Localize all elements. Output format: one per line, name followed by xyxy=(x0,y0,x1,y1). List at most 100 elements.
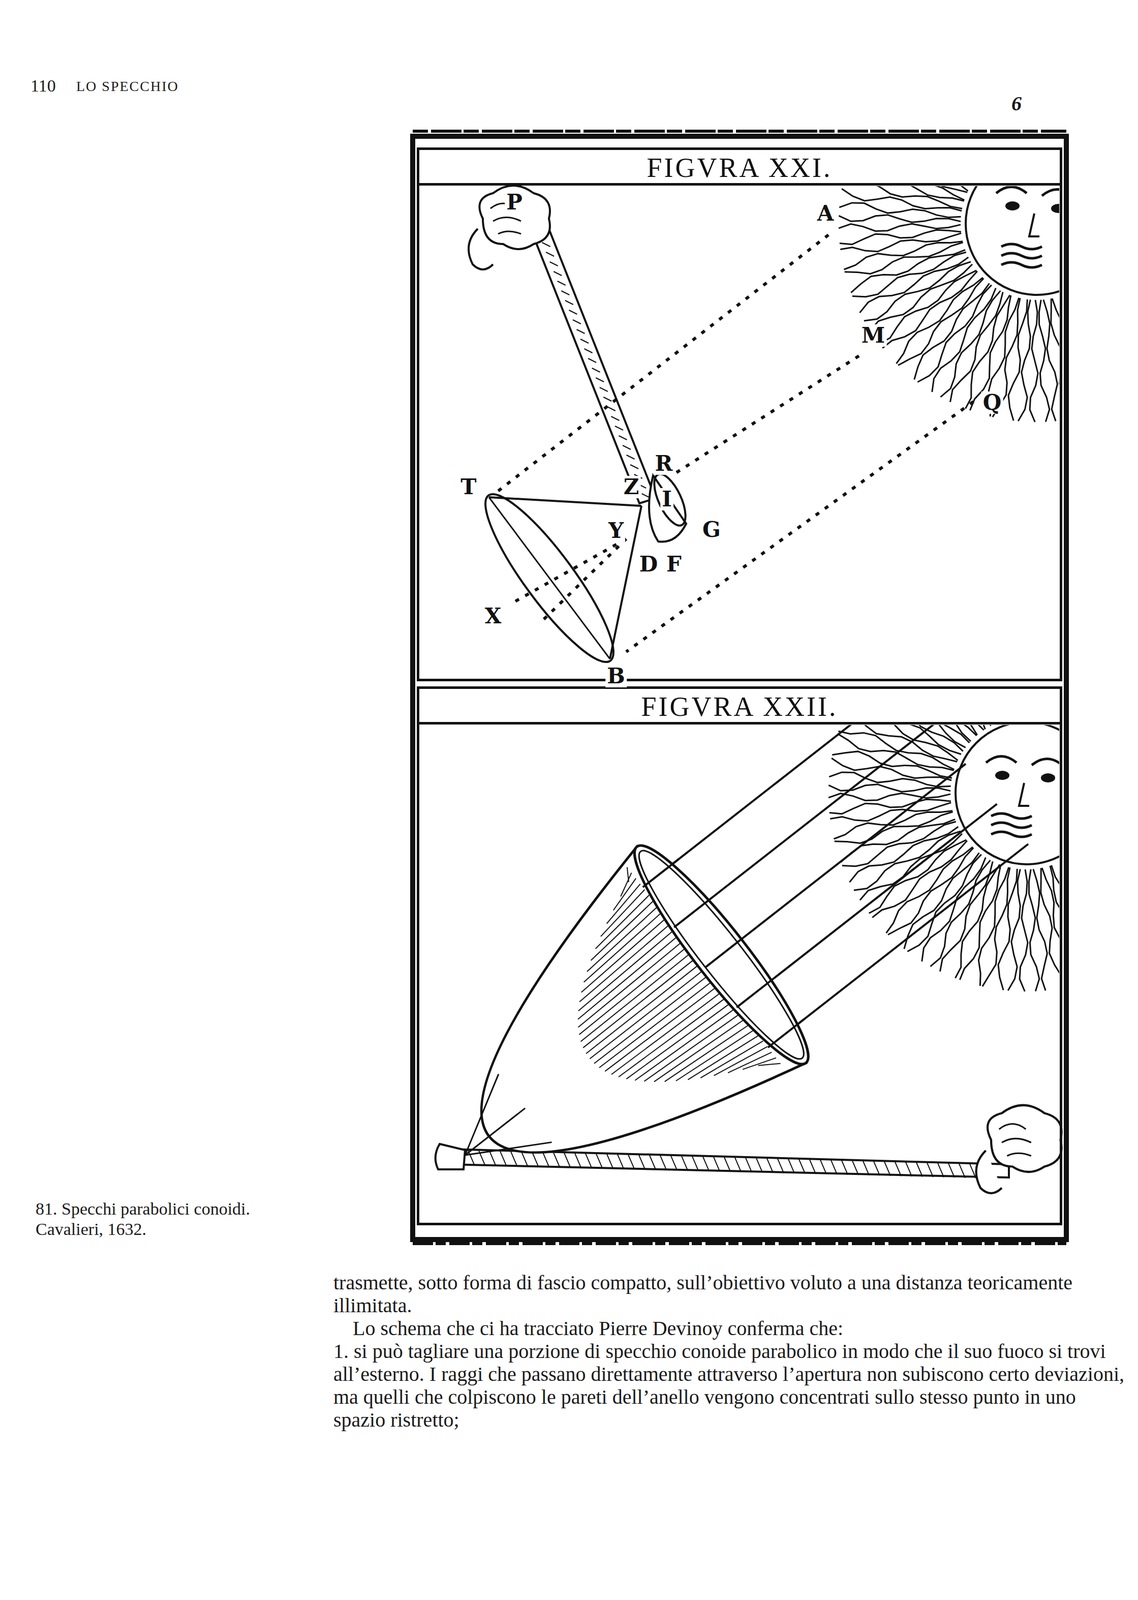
rod-hatch xyxy=(937,1162,944,1178)
sun-beam xyxy=(658,724,904,875)
rod-hatch xyxy=(724,1156,731,1172)
sun-ray xyxy=(896,724,977,736)
rod-hatch xyxy=(788,1158,795,1174)
rod-hatch xyxy=(610,416,620,421)
sun-ray xyxy=(840,233,962,252)
sun-ray xyxy=(1019,869,1028,992)
point-letter: P xyxy=(504,191,525,214)
rod-hatch xyxy=(580,339,589,344)
sun-ray xyxy=(921,857,987,962)
sun-ray xyxy=(848,724,958,761)
sun-ray xyxy=(1038,299,1050,422)
rod-hatch xyxy=(630,464,639,469)
sun-ray xyxy=(872,840,968,918)
figure-heading: FIGVRA XXI. xyxy=(419,149,1060,186)
mirror-hatch xyxy=(643,1007,742,1086)
rod-hatch xyxy=(542,1152,549,1167)
rod-hatch xyxy=(873,1160,880,1176)
rod-hatch xyxy=(756,1157,763,1173)
sun-eye xyxy=(1005,201,1020,211)
point-letter: B xyxy=(605,664,627,688)
sun-beam xyxy=(783,843,1029,1035)
rod-hatch xyxy=(553,271,562,276)
sun-ray xyxy=(978,867,1009,986)
rod-hatch xyxy=(638,1154,645,1170)
rod-hatch xyxy=(607,406,616,411)
sun-beam xyxy=(642,858,680,887)
rod-hatch xyxy=(702,1156,710,1171)
mirror-hatch xyxy=(604,982,720,1073)
sun-face xyxy=(955,724,1060,865)
mirror-hatch xyxy=(700,1033,763,1086)
sun-ray xyxy=(887,847,974,935)
mirror-hatch xyxy=(582,956,699,1048)
rod-hatch xyxy=(948,1162,955,1178)
sun-ray xyxy=(932,724,992,726)
sun-ray xyxy=(896,277,983,364)
rod-hatch xyxy=(626,454,635,459)
sun-brow xyxy=(996,187,1027,194)
sun-ray xyxy=(1043,299,1058,421)
rod-hatch xyxy=(660,1155,667,1170)
figure-22 xyxy=(419,724,1051,1223)
rod-hatch xyxy=(614,425,624,430)
running-header: 6 xyxy=(1011,91,1022,116)
mirror-hatch xyxy=(606,878,643,911)
rod-hatch xyxy=(596,1153,603,1168)
rod-hatch xyxy=(734,1157,742,1172)
sun-ray xyxy=(829,802,951,821)
rod-hatch xyxy=(521,1151,528,1166)
rod-hatch xyxy=(565,300,574,305)
rod-hatch xyxy=(618,435,627,440)
sun-ray xyxy=(839,229,962,245)
figure-caption: 81. Specchi parabolici conoidi. Cavalier… xyxy=(35,1198,321,1240)
sun-symbol xyxy=(828,724,1060,992)
point-letter: Z xyxy=(622,475,641,499)
rod-hatch xyxy=(576,329,585,334)
sun-mouth xyxy=(991,813,1032,819)
parabolic-mirror xyxy=(419,724,1051,1223)
rod-hatch xyxy=(745,1157,752,1172)
mirror-hatch xyxy=(618,993,728,1080)
mirror-hatch xyxy=(594,972,711,1064)
sun-ray xyxy=(898,278,984,366)
sun-ray xyxy=(878,724,970,743)
sun-beam xyxy=(690,724,935,915)
mirror-hatch xyxy=(626,998,733,1083)
figure-21 xyxy=(468,203,974,675)
mirror-hatch xyxy=(758,1053,781,1075)
rod-hatch xyxy=(905,1161,912,1177)
figure-heading: FIGVRA XXII. xyxy=(419,688,1060,725)
sun-mouth xyxy=(1001,243,1042,250)
sun-ray xyxy=(828,792,951,801)
point-letter: M xyxy=(859,324,887,347)
rod-hatch xyxy=(553,1152,560,1167)
rod-hatch xyxy=(532,1151,539,1166)
light-ray xyxy=(494,234,829,495)
rod-hatch xyxy=(916,1162,923,1177)
reflected-ray xyxy=(465,1108,552,1189)
mirror-hatch xyxy=(585,962,702,1054)
mirror-body xyxy=(419,846,807,1223)
rod-hatch xyxy=(852,1160,859,1175)
rod-hatch xyxy=(510,1151,517,1166)
rod-hatch xyxy=(557,281,566,286)
hand-outline xyxy=(987,1104,1062,1172)
rod-hatch xyxy=(927,1162,934,1177)
rod-hatch xyxy=(592,367,601,373)
rod-hatch xyxy=(606,1153,613,1168)
mirror-hatch xyxy=(585,900,659,961)
sun-eye xyxy=(995,770,1010,780)
mirror-hatch xyxy=(579,950,694,1041)
sun-mouth xyxy=(1001,262,1042,268)
hand-outline xyxy=(479,185,550,250)
rod-hatch xyxy=(863,1160,870,1176)
rod-hatch xyxy=(561,290,570,295)
rod-hatch xyxy=(884,1161,891,1176)
rod-hatch xyxy=(670,1155,678,1170)
reflected-ray xyxy=(438,1073,526,1155)
sun-ray xyxy=(855,186,968,193)
sun-ray xyxy=(837,733,955,771)
rod-hatch xyxy=(622,445,631,450)
rod-hatch xyxy=(841,1160,848,1175)
